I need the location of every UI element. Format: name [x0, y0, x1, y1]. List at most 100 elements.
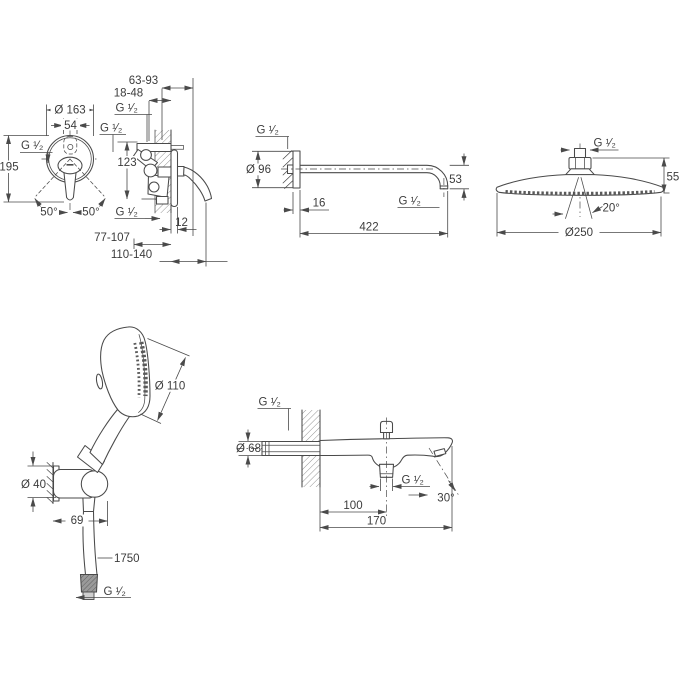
label-thread-front-right: G ¹⁄₂	[99, 123, 126, 152]
dim-label-68: Ø 68	[236, 443, 261, 455]
rough-in-nut-low	[148, 181, 160, 193]
swivel-line-right	[69, 158, 105, 197]
dim-label-110-140: 110-140	[111, 249, 152, 261]
head-nut	[568, 156, 592, 170]
dim-label-50-right: 50°	[82, 207, 99, 219]
dim-label-54: 54	[64, 120, 77, 132]
spray-angle-line-right	[580, 177, 593, 219]
rough-in-nut-top	[140, 149, 152, 161]
hand-nozzle-band-outer	[139, 341, 148, 397]
dim-label-250: Ø250	[565, 227, 593, 239]
hose-right-edge	[92, 510, 98, 576]
thread-label: G ¹⁄₂	[116, 207, 138, 219]
dim-label-12: 12	[175, 217, 188, 229]
dim-mixer-cartridge-width: 54	[51, 118, 90, 134]
dim-label-40: Ø 40	[21, 479, 46, 491]
thread-label: G ¹⁄₂	[104, 586, 126, 598]
dim-range-inner: 77-107	[94, 232, 172, 249]
escutcheon-side	[170, 149, 179, 208]
dim-label-20deg: 20°	[603, 203, 620, 215]
hand-shower-view: Ø 110 Ø 40 69 1750 G ¹⁄₂	[21, 326, 190, 600]
head-shower-view: 20° G ¹⁄₂ 55 Ø250	[495, 138, 680, 239]
label-thread-spout-wall: G ¹⁄₂	[257, 397, 291, 431]
dim-mixer-height: 195	[0, 135, 64, 203]
mode-button	[95, 373, 104, 390]
thread-label: G ¹⁄₂	[21, 140, 43, 152]
dim-hand-head-diameter: Ø 110	[140, 338, 190, 424]
spray-nozzle-band	[505, 190, 655, 196]
dim-range-outer: 110-140	[111, 202, 228, 267]
lever-side	[183, 166, 213, 202]
cartridge-stem-out	[176, 165, 185, 177]
dim-label-69: 69	[71, 515, 84, 527]
connection-pipe	[261, 440, 321, 457]
dim-label-63-93: 63-93	[129, 75, 158, 87]
swivel-line-left	[35, 158, 71, 197]
arm-tube	[299, 164, 449, 187]
dim-flange-diameter: Ø 96	[245, 150, 293, 189]
shower-arm-view: G ¹⁄₂ Ø 96 16 422	[245, 125, 469, 238]
dim-label-195: 195	[0, 162, 19, 174]
label-thread-hose: G ¹⁄₂	[75, 586, 131, 600]
cartridge-screw	[67, 144, 74, 150]
dim-label-96: Ø 96	[246, 164, 271, 176]
label-thread-arm-wall: G ¹⁄₂	[255, 125, 289, 149]
label-thread-front-left: G ¹⁄₂	[20, 140, 53, 164]
dim-label-123: 123	[117, 157, 136, 169]
hose-thread-stub	[82, 591, 95, 600]
dim-spout-projection: 170	[319, 446, 453, 532]
label-thread-arm-end: G ¹⁄₂	[397, 196, 440, 208]
head-thread-pipe	[573, 147, 587, 159]
thread-label: G ¹⁄₂	[402, 475, 424, 487]
dim-head-height: 55	[592, 157, 680, 194]
label-thread-head: G ¹⁄₂	[560, 138, 619, 153]
cartridge-stem-wall	[157, 166, 172, 178]
dim-label-18-48: 18-48	[114, 88, 143, 100]
holder-knob	[80, 470, 109, 498]
hand-shower-handle	[89, 408, 131, 466]
dim-label-1750: 1750	[114, 553, 140, 565]
thread-label: G ¹⁄₂	[100, 123, 122, 135]
mixer-front-view: Ø 163 54 G ¹⁄₂ G ¹⁄₂ 195	[0, 103, 126, 219]
dim-label-50-left: 50°	[40, 207, 57, 219]
thread-label: G ¹⁄₂	[594, 138, 616, 150]
dim-label-170: 170	[367, 516, 386, 528]
diverter-knob	[379, 420, 394, 434]
hose-nut	[79, 573, 99, 593]
label-thread-spout-outlet: G ¹⁄₂	[369, 475, 430, 491]
dim-label-55: 55	[667, 172, 680, 184]
thread-label: G ¹⁄₂	[399, 196, 421, 208]
thread-label: G ¹⁄₂	[259, 397, 281, 409]
hand-shower-head	[100, 326, 151, 418]
dim-mixer-diameter: Ø 163	[46, 103, 94, 136]
cartridge-hidden-outline	[63, 136, 78, 155]
spray-angle-line-left	[565, 177, 579, 219]
thread-label: G ¹⁄₂	[116, 103, 138, 115]
dim-label-16: 16	[313, 198, 326, 210]
dim-label-diameter: Ø 163	[54, 105, 85, 117]
dim-label-77-107: 77-107	[94, 232, 130, 244]
bath-spout-view: G ¹⁄₂ Ø 68 G ¹⁄₂ 30° 100	[236, 397, 460, 532]
mixer-side-view: 63-93 18-48 G ¹⁄₂ 123 G ¹⁄₂	[94, 75, 228, 267]
dim-label-30deg: 30°	[437, 493, 454, 505]
dim-label-53: 53	[449, 174, 462, 186]
dim-head-diameter: Ø250	[496, 193, 662, 239]
spout-aerator	[433, 448, 447, 457]
hand-nozzle-band-inner	[133, 342, 141, 398]
dim-port-spacing: 123	[117, 141, 156, 200]
outlet-stub	[155, 195, 169, 205]
lever-grip	[63, 170, 77, 201]
dim-swivel-angles: 50° 50°	[34, 198, 106, 219]
head-neck-base	[564, 168, 596, 176]
dim-connection-diameter: Ø 68	[236, 429, 262, 468]
label-thread-side-bottom: G ¹⁄₂	[114, 207, 161, 221]
head-face-edge	[138, 334, 146, 413]
dim-label-422: 422	[359, 222, 378, 234]
dim-flange-depth: 16	[283, 190, 329, 238]
dim-holder-diameter: Ø 40	[21, 451, 56, 512]
dim-arm-drop: 53	[449, 153, 469, 201]
inlet-pipe	[136, 142, 172, 153]
thread-label: G ¹⁄₂	[257, 125, 279, 137]
